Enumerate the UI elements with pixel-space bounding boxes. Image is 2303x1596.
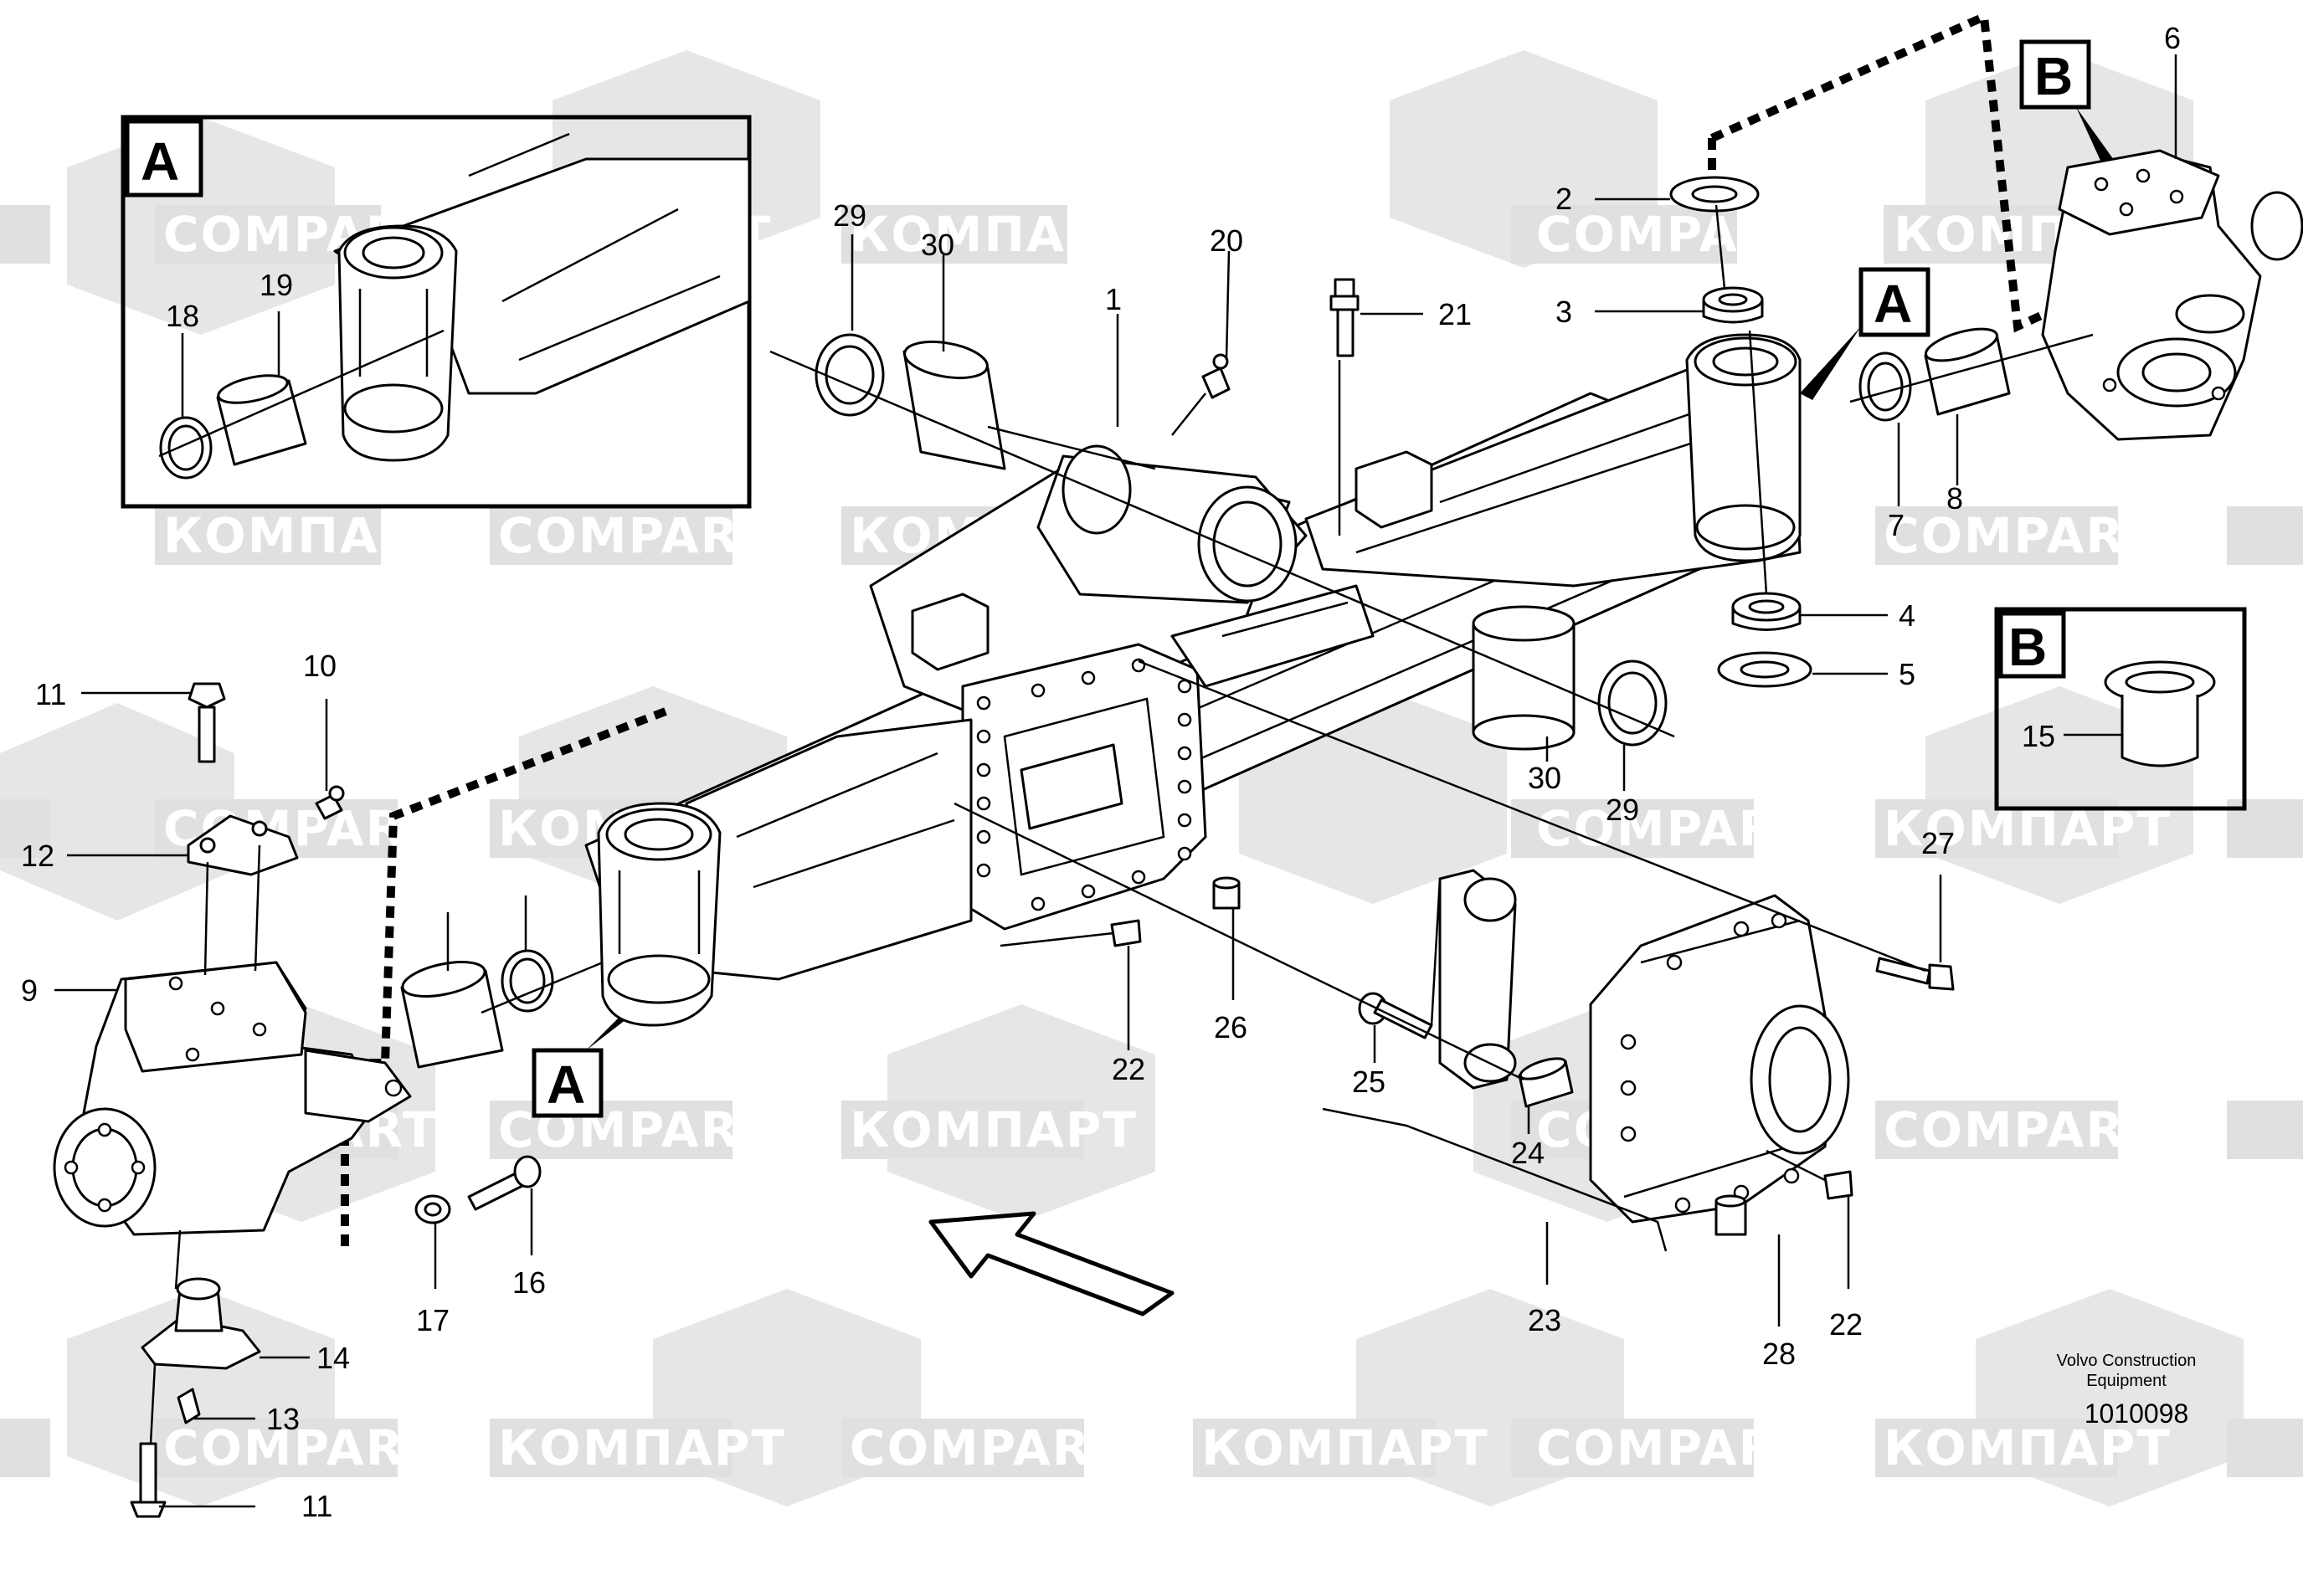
svg-text:A: A: [1874, 274, 1912, 334]
detail-box-a-letter: A: [141, 131, 179, 192]
section-marker-b-upper: B: [2019, 39, 2118, 172]
callout-29-bottom: 29: [1606, 793, 1639, 827]
callout-5: 5: [1899, 657, 1915, 691]
section-marker-a-upper: A: [1800, 267, 1930, 400]
part-11-bolt-bottom: [130, 1442, 167, 1518]
part-23-differential-carrier: [1438, 869, 1850, 1224]
callout-27: 27: [1921, 826, 1955, 860]
part-29-seal-bottom: [1597, 659, 1668, 747]
part-6-steering-knuckle-right: [2041, 149, 2303, 441]
watermark-text: COMPART: [850, 1419, 1123, 1476]
callout-29-top: 29: [833, 198, 866, 233]
part-24-sleeve: [1518, 1057, 1574, 1108]
callout-11-top: 11: [35, 677, 66, 711]
svg-text:A: A: [547, 1055, 585, 1115]
part-5-washer: [1717, 651, 1812, 688]
part-25-bolt: [1358, 992, 1433, 1039]
company-name-line2: Equipment: [2086, 1372, 2167, 1390]
part-30-bushing-top: [902, 340, 1006, 470]
part-12-bracket-upper: [187, 814, 299, 876]
callout-4: 4: [1899, 598, 1915, 633]
part-4-bearing: [1731, 592, 1802, 631]
watermark-text: КОМПАРТ: [1201, 1419, 1489, 1476]
callout-labels: 1 2 3 4 5 6 7 8 9 10 11 11 12 13 14 15 1…: [21, 21, 2181, 1523]
part-11-bolt-top: [188, 682, 226, 763]
part-20-grease-nipple: [1201, 353, 1231, 399]
svg-text:B: B: [2034, 46, 2073, 106]
part-9-steering-knuckle-left: [53, 961, 412, 1236]
callout-6: 6: [2164, 21, 2181, 55]
callout-26: 26: [1214, 1010, 1247, 1044]
part-30-bushing-bottom: [1472, 605, 1576, 751]
callout-15: 15: [2022, 719, 2055, 753]
drawing-number: 1010098: [2085, 1398, 2189, 1429]
watermark-text: КОМПАРТ: [1884, 1419, 2172, 1476]
watermark-text: COMPART: [1536, 206, 1810, 263]
callout-2: 2: [1555, 182, 1572, 216]
watermark-text: КОМПАРТ: [850, 1101, 1138, 1158]
detail-box-b: B: [1994, 607, 2247, 811]
callout-24: 24: [1511, 1136, 1545, 1170]
callout-8-right: 8: [1946, 481, 1963, 516]
part-17-washer: [414, 1194, 451, 1224]
watermark-text: COMPART: [498, 507, 772, 564]
callout-19: 19: [260, 268, 293, 302]
callout-12: 12: [21, 839, 54, 873]
callout-1: 1: [1105, 282, 1122, 316]
part-7-seal-left: [501, 949, 554, 1013]
callout-10: 10: [303, 649, 337, 683]
callout-21: 21: [1438, 297, 1472, 331]
watermark-text: COMPART: [1536, 1419, 1810, 1476]
part-22-plug-mid: [1110, 919, 1142, 947]
part-27-bolt: [1875, 957, 1955, 991]
callout-3: 3: [1555, 295, 1572, 329]
part-3-bearing: [1702, 286, 1764, 324]
part-2-washer: [1669, 176, 1760, 213]
watermark-text: КОМПАРТ: [163, 507, 451, 564]
callout-25: 25: [1352, 1065, 1385, 1099]
callout-9: 9: [21, 973, 38, 1008]
callout-22-mid: 22: [1112, 1052, 1145, 1086]
callout-28: 28: [1762, 1337, 1796, 1371]
callout-22-right: 22: [1829, 1307, 1863, 1342]
callout-13: 13: [266, 1402, 300, 1436]
part-14-bracket-lower: [141, 1277, 261, 1370]
callout-17: 17: [416, 1303, 450, 1337]
part-21-bolt: [1329, 278, 1360, 357]
footer-block: Volvo Construction Equipment 1010098: [2057, 1352, 2197, 1429]
callout-23: 23: [1528, 1303, 1561, 1337]
leader-lines: [54, 54, 2177, 1508]
callout-7-right: 7: [1888, 508, 1905, 542]
part-10-grease-nipple: [315, 785, 345, 820]
watermark-text: COMPART: [1884, 507, 2157, 564]
axle-housing: [584, 333, 1802, 1027]
callout-30-top: 30: [921, 228, 954, 262]
part-28-dowel: [1714, 1194, 1747, 1236]
direction-arrow: [928, 1211, 1175, 1316]
part-26-dowel: [1212, 876, 1241, 910]
part-8-bushing-right: [1924, 327, 2011, 416]
callout-16: 16: [512, 1265, 546, 1300]
callout-14: 14: [316, 1341, 350, 1375]
watermark-text: КОМПАРТ: [498, 1419, 786, 1476]
watermark-text: COMPART: [1536, 800, 1810, 857]
part-22-plug-right: [1823, 1170, 1853, 1200]
watermark-text: COMPART: [163, 1419, 437, 1476]
callout-30-bottom: 30: [1528, 761, 1561, 795]
detail-box-a: A: [121, 115, 752, 509]
part-8-bushing-left: [400, 961, 504, 1069]
detail-box-b-letter: B: [2008, 617, 2047, 677]
callout-18: 18: [166, 299, 199, 333]
company-name-line1: Volvo Construction: [2057, 1352, 2197, 1370]
callout-20: 20: [1210, 223, 1243, 258]
watermark-text: КОМПАРТ: [850, 206, 1138, 263]
part-16-bolt: [467, 1155, 542, 1211]
part-29-seal-top: [815, 333, 885, 417]
part-13-grease-nipple: [177, 1388, 201, 1424]
watermark-text: COMPART: [1884, 1101, 2157, 1158]
assembly-lines: [149, 204, 2094, 1445]
callout-11-bottom: 11: [301, 1489, 332, 1523]
